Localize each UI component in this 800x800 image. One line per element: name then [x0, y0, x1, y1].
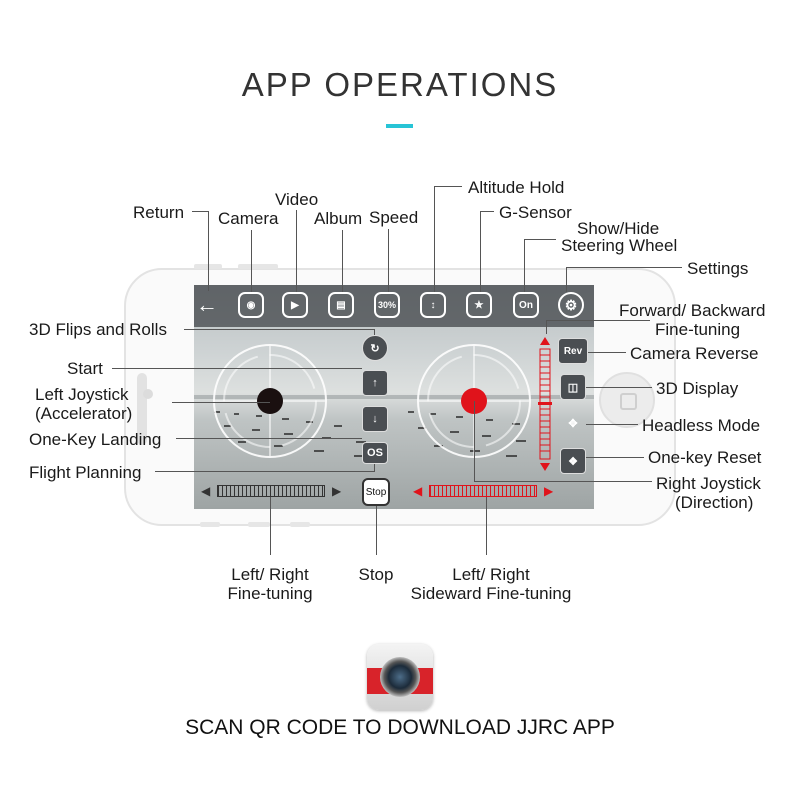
leader-line: [192, 211, 208, 212]
leader-line: [546, 320, 650, 321]
leader-line: [586, 424, 638, 425]
phone-sensor: [143, 389, 153, 399]
camera-reverse-button[interactable]: Rev: [558, 338, 588, 364]
left-arrow-icon[interactable]: ←: [196, 292, 218, 317]
leader-line: [270, 497, 271, 555]
leader-line: [546, 320, 547, 334]
leader-line: [566, 267, 682, 268]
one-key-reset-icon[interactable]: ❖: [560, 448, 586, 474]
label-speed: Speed: [369, 208, 419, 227]
video-camera-icon[interactable]: ▶: [282, 292, 308, 318]
label-camera-reverse: Camera Reverse: [630, 344, 759, 363]
leader-line: [588, 352, 626, 353]
landing-arrow-icon[interactable]: ↓: [362, 406, 388, 432]
folder-icon[interactable]: ▤: [328, 292, 354, 318]
leader-line: [374, 329, 375, 335]
leader-line: [434, 186, 462, 187]
label-direction: (Direction): [675, 493, 754, 512]
label-one-key-reset: One-key Reset: [648, 448, 762, 467]
trim-left-arrow-icon[interactable]: ◀: [201, 484, 211, 498]
phone-side-button: [248, 522, 270, 527]
sideward-trim-bar[interactable]: [429, 485, 537, 497]
label-3d-flips: 3D Flips and Rolls: [29, 320, 167, 339]
headless-mode-icon[interactable]: ✥: [568, 417, 578, 430]
leader-line: [388, 229, 389, 292]
leader-line: [586, 457, 644, 458]
flip-roll-icon[interactable]: ↻: [362, 335, 388, 361]
label-flight-planning: Flight Planning: [29, 463, 142, 482]
label-left-right-fine-tuning: Fine-tuning: [227, 584, 313, 603]
label-video: Video: [275, 190, 319, 209]
left-right-trim-bar[interactable]: [217, 485, 325, 497]
phone-side-button: [290, 522, 310, 527]
forward-backward-trim[interactable]: [538, 337, 552, 471]
leader-line: [434, 186, 435, 292]
label-start: Start: [67, 359, 103, 378]
steering-wheel-toggle-icon[interactable]: On: [513, 292, 539, 318]
label-sideward-fine-tuning: Sideward Fine-tuning: [410, 584, 572, 603]
label-sideward: Left/ Right: [452, 565, 530, 584]
phone-speaker: [137, 373, 147, 445]
sideward-right-arrow-icon[interactable]: ▶: [544, 484, 554, 498]
label-left-right: Left/ Right: [231, 565, 309, 584]
title-accent-bar: [386, 124, 413, 128]
leader-line: [208, 211, 209, 291]
label-accelerator: (Accelerator): [35, 404, 133, 423]
sideward-left-arrow-icon[interactable]: ◀: [413, 484, 423, 498]
stop-button[interactable]: Stop: [362, 478, 390, 506]
download-caption: SCAN QR CODE TO DOWNLOAD JJRC APP: [185, 716, 615, 739]
gear-icon[interactable]: ⚙: [558, 292, 584, 318]
label-altitude-hold: Altitude Hold: [468, 178, 565, 197]
g-sensor-icon[interactable]: ✯: [466, 292, 492, 318]
leader-line: [376, 506, 377, 555]
leader-line: [480, 211, 481, 292]
label-right-joystick: Right Joystick: [656, 474, 761, 493]
leader-line: [112, 368, 362, 369]
leader-line: [342, 230, 343, 292]
leader-line: [480, 211, 494, 212]
label-fine-tuning: Fine-tuning: [655, 320, 741, 339]
label-steering-wheel: Steering Wheel: [561, 236, 678, 255]
takeoff-arrow-icon[interactable]: ↑: [362, 370, 388, 396]
label-g-sensor: G-Sensor: [499, 203, 572, 222]
jjrc-app-icon[interactable]: [367, 644, 433, 710]
leader-line: [474, 481, 652, 482]
phone-side-button: [200, 522, 220, 527]
leader-line: [184, 329, 374, 330]
label-return: Return: [133, 203, 185, 222]
leader-line: [586, 387, 652, 388]
leader-line: [566, 267, 567, 292]
left-joystick-knob[interactable]: [257, 388, 283, 414]
phone-side-button: [238, 264, 278, 269]
leader-line: [176, 438, 362, 439]
page-title: APP OPERATIONS: [241, 66, 559, 103]
label-left-joystick: Left Joystick: [35, 385, 129, 404]
leader-line: [474, 401, 475, 481]
label-settings: Settings: [687, 259, 749, 278]
flight-planning-button[interactable]: OS: [362, 442, 388, 464]
label-album: Album: [314, 209, 363, 228]
label-headless-mode: Headless Mode: [642, 416, 761, 435]
leader-line: [524, 239, 556, 240]
phone-home-button: [599, 372, 655, 428]
leader-line: [172, 402, 270, 403]
trim-right-arrow-icon[interactable]: ▶: [332, 484, 342, 498]
leader-line: [296, 210, 297, 292]
leader-line: [486, 497, 487, 555]
leader-line: [374, 464, 375, 472]
label-show-hide: Show/Hide: [577, 219, 660, 238]
label-one-key-landing: One-Key Landing: [29, 430, 162, 449]
leader-line: [524, 239, 525, 292]
altitude-hold-icon[interactable]: ↕: [420, 292, 446, 318]
camera-icon[interactable]: ◉: [238, 292, 264, 318]
label-stop: Stop: [358, 565, 394, 584]
label-3d-display: 3D Display: [656, 379, 739, 398]
3d-display-icon[interactable]: ◫: [560, 374, 586, 400]
speed-button[interactable]: 30%: [374, 292, 400, 318]
leader-line: [155, 471, 374, 472]
label-forward-backward: Forward/ Backward: [619, 301, 766, 320]
leader-line: [251, 230, 252, 292]
label-camera: Camera: [218, 209, 279, 228]
